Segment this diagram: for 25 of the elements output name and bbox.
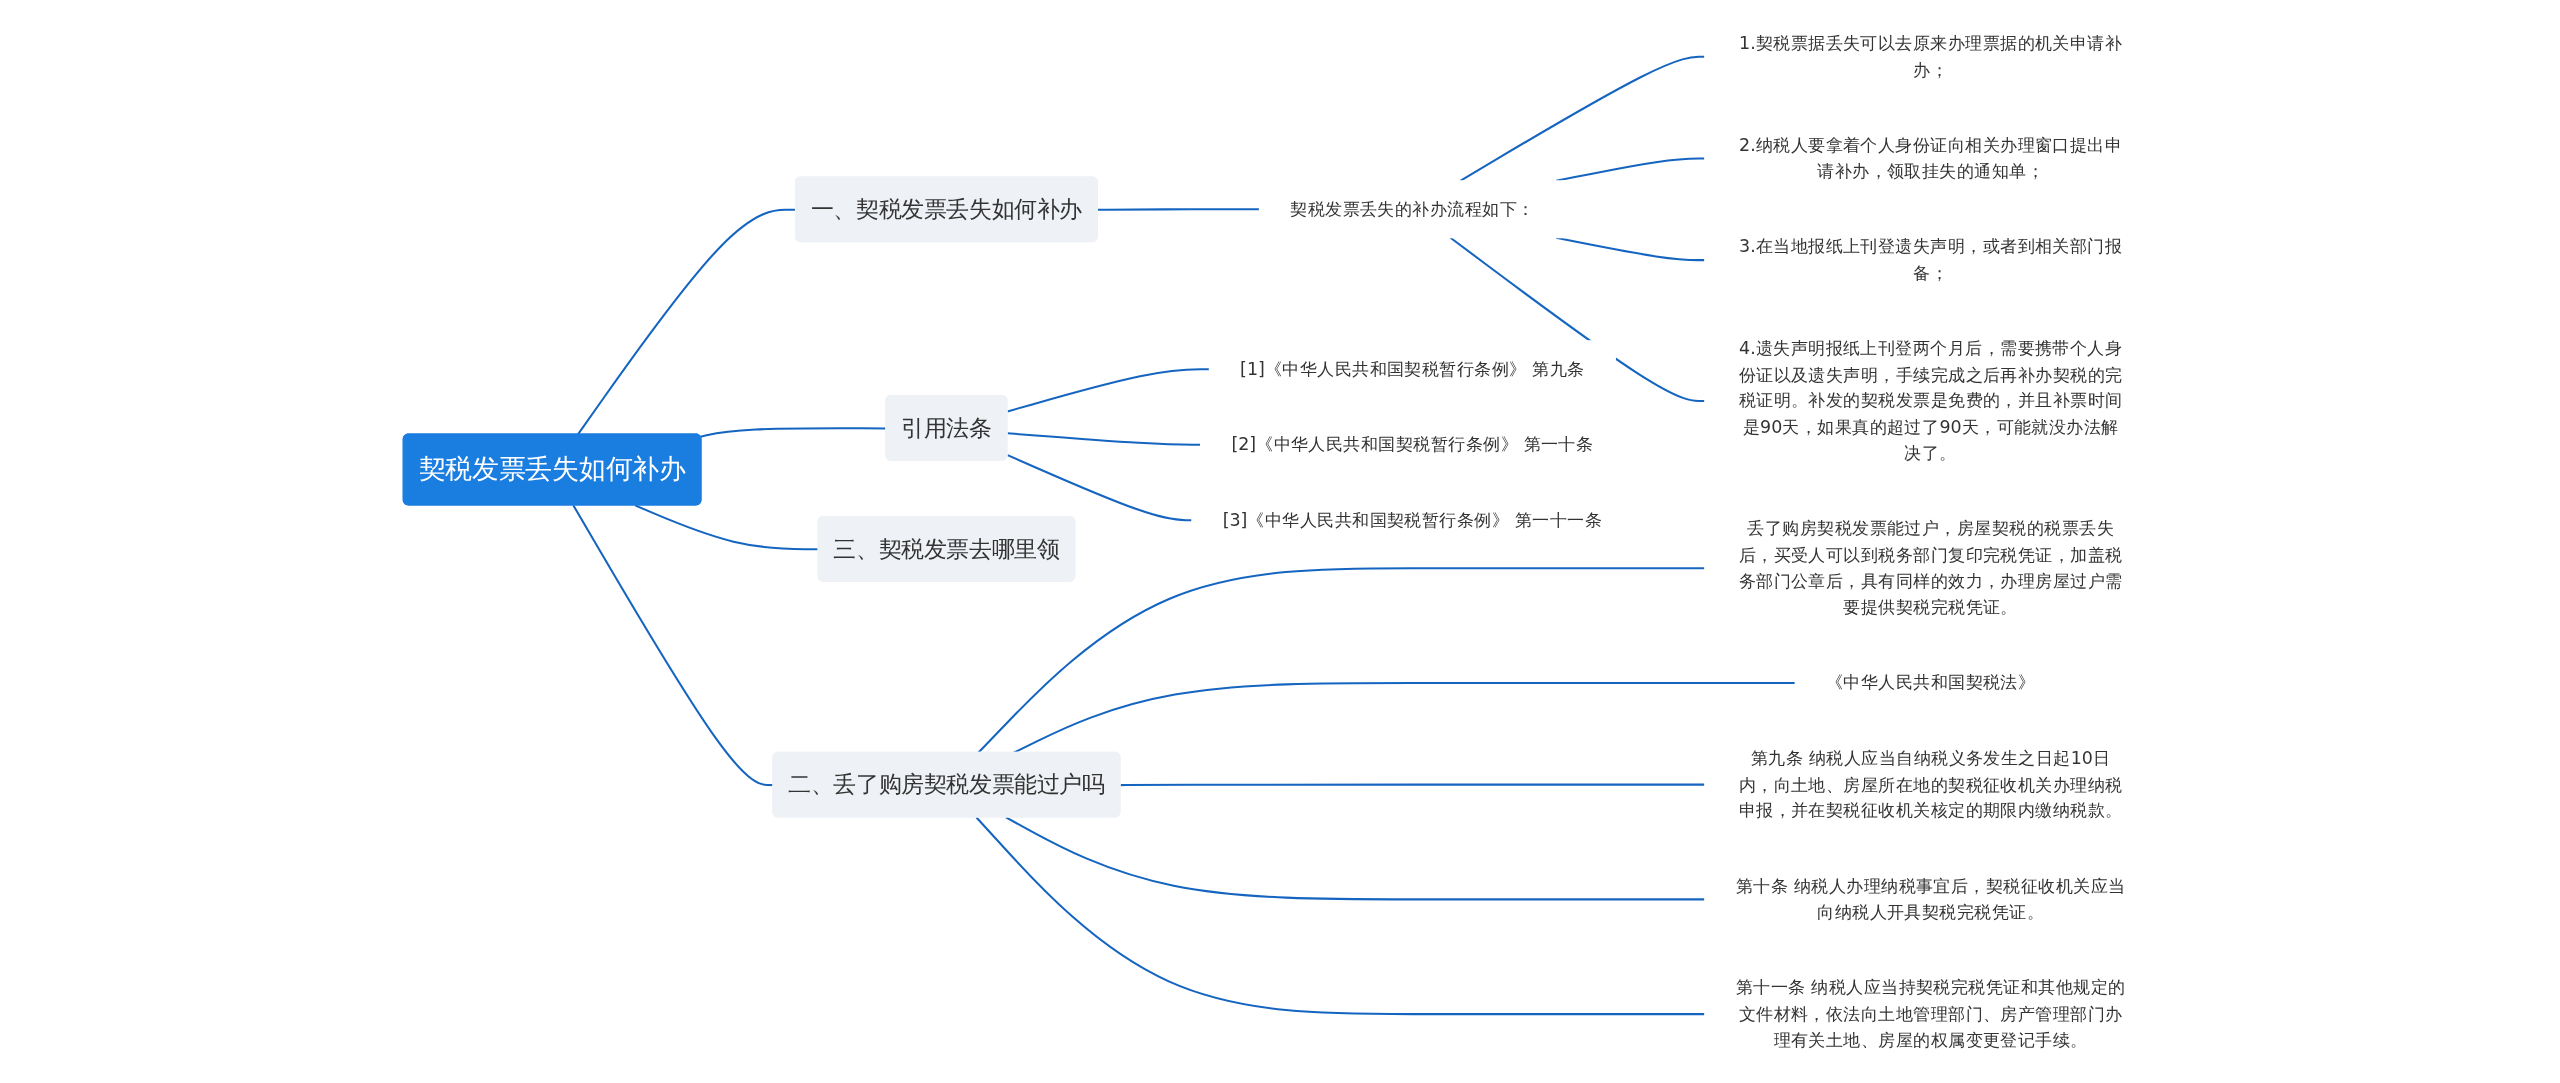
node-text: 第十条 纳税人办理纳税事宜后，契税征收机关应当向纳税人开具契税完税凭证。 xyxy=(1735,874,2126,922)
node-text: 第十一条 纳税人应当持契税完税凭证和其他规定的文件材料，依法向土地管理部门、房产管理部门办理有关土地、房屋的权属变更登记手续。 xyxy=(1735,976,2126,1050)
connector xyxy=(1007,431,1201,446)
connector xyxy=(1120,783,1705,786)
node-text: 1.契税票据丢失可以去原来办理票据的机关申请补办； xyxy=(1739,32,2123,79)
node-text: 2.纳税人要拿着个人身份证向相关办理窗口提出申请补办，领取挂失的通知单； xyxy=(1739,133,2123,181)
node-text: 3.在当地报纸上刊登遗失声明，或者到相关部门报备； xyxy=(1739,235,2123,283)
connector xyxy=(1007,453,1192,521)
node-text: [1]《中华人民共和国契税暂行条例》 第九条 xyxy=(1240,357,1585,379)
connector xyxy=(1459,55,1705,182)
connector xyxy=(1005,816,1705,900)
node-text: [3]《中华人民共和国契税暂行条例》 第一十一条 xyxy=(1222,508,1603,530)
node-text: 4.遗失声明报纸上刊登两个月后，需要携带个人身份证以及遗失声明，手续完成之后再补办契税的完税证明。补发的契税发票是免费的，并且补票时间是90天，如果真的超过了90天，可能就没办法解决了。 xyxy=(1738,337,2123,463)
connector xyxy=(977,566,1705,753)
node-text: 第九条 纳税人应当自纳税义务发生之日起10日内，向土地、房屋所在地的契税征收机关办理纳税申报，并在契税征收机关核定的期限内缴纳税款。 xyxy=(1738,746,2123,820)
connector xyxy=(1097,207,1260,211)
connector xyxy=(1449,236,1705,402)
connector xyxy=(1007,367,1210,412)
connector xyxy=(975,816,1705,1015)
node-text: [2]《中华人民共和国契税暂行条例》 第一十条 xyxy=(1231,433,1594,454)
connector xyxy=(1556,236,1705,261)
node-text: 契税发票丢失的补办流程如下： xyxy=(1290,197,1535,219)
connector xyxy=(634,503,819,550)
node-text: 丢了购房契税发票能过户，房屋契税的税票丢失后，买受人可以到税务部门复印完税凭证，加盖税务部门公章后，具有同样的效力，办理房屋过户需要提供契税完税凭证。 xyxy=(1738,517,2123,617)
node-text: 《中华人民共和国契税法》 xyxy=(1826,671,2036,692)
